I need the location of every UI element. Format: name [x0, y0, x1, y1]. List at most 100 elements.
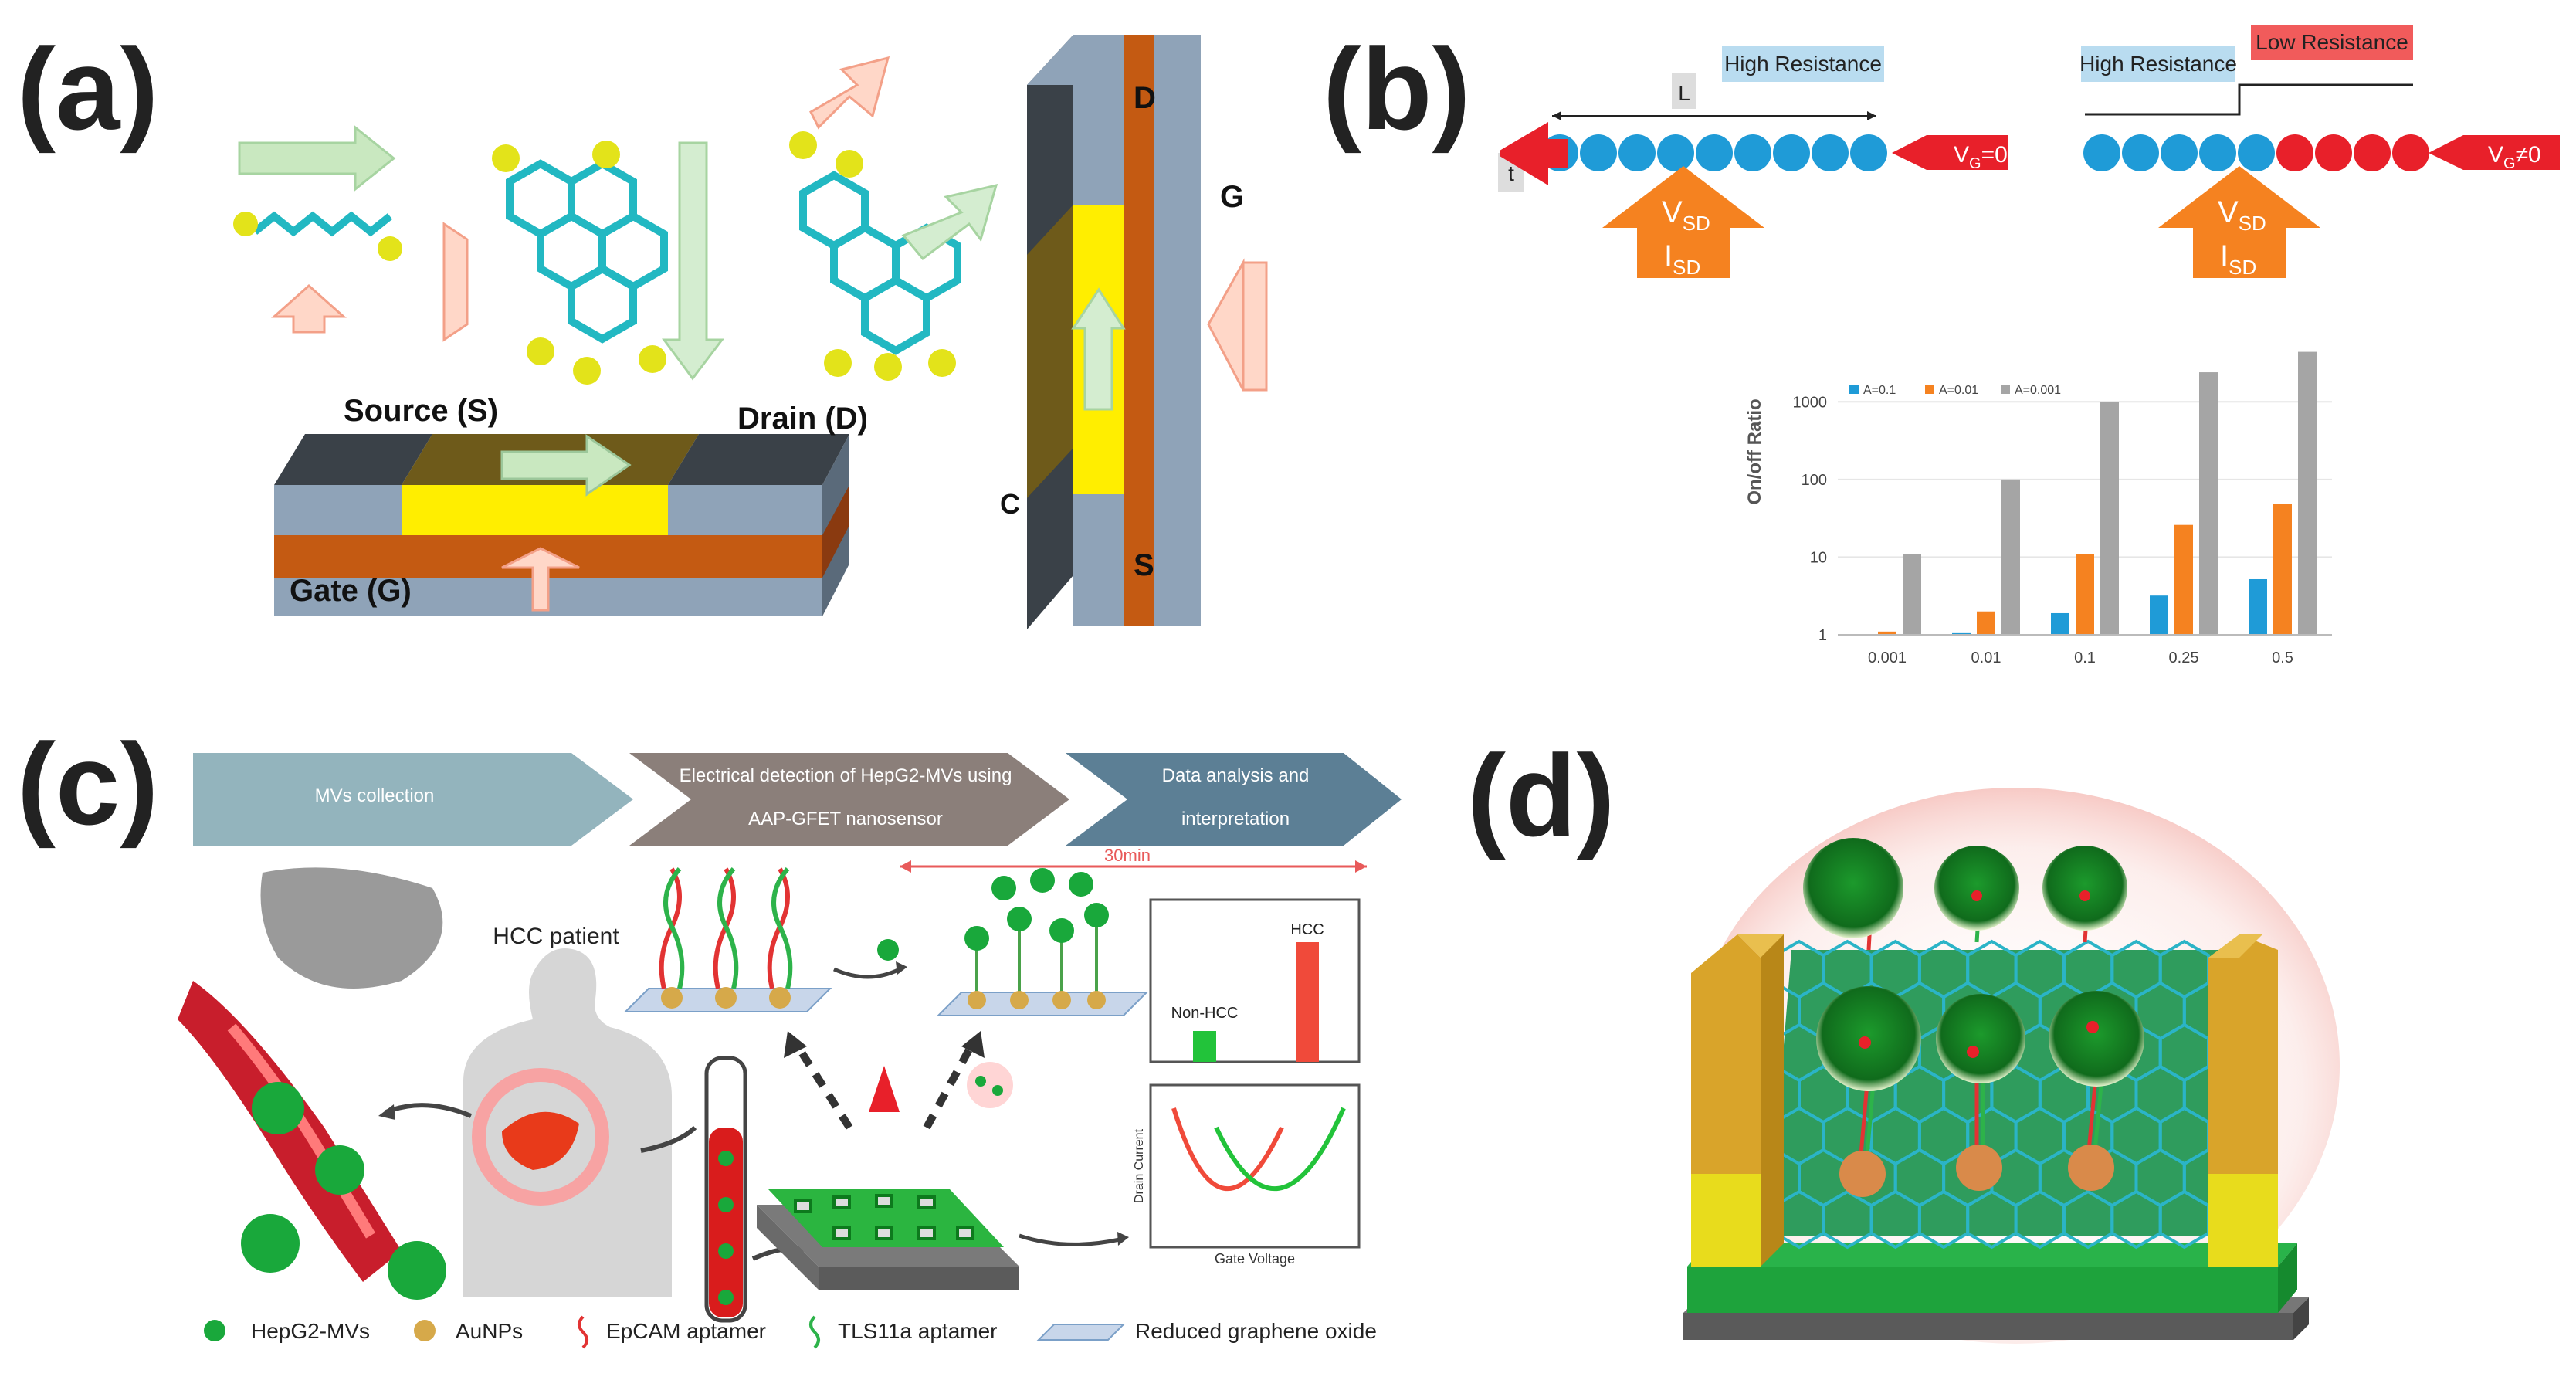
bar-a-0-001 [2001, 479, 2020, 635]
t-label: t [1508, 161, 1514, 185]
workflow-step-3 [1066, 753, 1402, 846]
bar-a-0-1 [2051, 612, 2069, 635]
gate-voltage-label: Gate Voltage [1215, 1251, 1295, 1267]
graphene-oxide-legend-icon [1036, 1324, 1126, 1341]
molecule-chain [233, 124, 402, 334]
bead-blue [1696, 134, 1733, 171]
mv-particle [877, 939, 899, 961]
aunp [1956, 1145, 2002, 1191]
high-resistance-label-2: High Resistance [2079, 52, 2237, 76]
bead-blue [1773, 134, 1810, 171]
chip-substrate [768, 1189, 1004, 1247]
bead-blue [2238, 134, 2275, 171]
y-tick-label: 10 [1810, 549, 1827, 566]
bead-chain-low [2083, 134, 2429, 171]
bead-blue [1734, 134, 1771, 171]
y-tick-label: 100 [1802, 472, 1827, 489]
vertical-s-label: S [1134, 548, 1154, 582]
channel-front [402, 485, 668, 535]
drain-current-label: Drain Current [1133, 1128, 1146, 1203]
source-top-face [274, 434, 432, 485]
vg0-arrow [1892, 135, 2008, 170]
mv-particle [252, 1082, 304, 1134]
green-transfer-curve [1214, 1107, 1346, 1192]
vertical-fet-device [1027, 35, 1268, 629]
workflow-step-1 [193, 753, 633, 846]
vgn0-label: VG≠0 [2488, 142, 2541, 172]
bead-blue [1618, 134, 1656, 171]
aptamer-strands [659, 867, 793, 989]
panel-a-letter: (a) [17, 24, 159, 154]
high-resistance-box-1 [1722, 46, 1884, 82]
bar-a-0-1 [2249, 578, 2267, 635]
bar-a-0-01 [2174, 524, 2193, 635]
legend-tls11a-aptamer: TLS11a aptamer [838, 1319, 998, 1343]
legend-entry: A=0.001 [2015, 384, 2061, 397]
vertical-d-label: D [1134, 81, 1156, 115]
non-hcc-bar [1193, 1031, 1216, 1062]
x-tick-label: 0.25 [2169, 649, 2199, 666]
molecule-hexagon-sheet-2 [789, 56, 998, 381]
isd-label-1: ISD [1664, 239, 1700, 279]
panel-a-diagram: Source (S) Drain (D) Gate (G) [233, 35, 1268, 629]
channel-arrow [500, 434, 632, 497]
panel-b-letter: (b) [1323, 24, 1471, 154]
legend-hepg2-mvs: HepG2-MVs [251, 1319, 370, 1343]
panel-b-schematic: High Resistance L t VG=0 VSD ISD High Re… [1498, 25, 2560, 279]
patient-label: HCC patient [493, 924, 619, 949]
bar-a-0-01 [2076, 554, 2094, 635]
workflow-step-2-line1: Electrical detection of HepG2-MVs using [680, 765, 1012, 786]
non-hcc-label: Non-HCC [1171, 1005, 1239, 1022]
bead-chain-high [1541, 134, 1887, 171]
high-resistance-label-1: High Resistance [1724, 52, 1882, 76]
aunp [2068, 1145, 2114, 1191]
gate-arrow [501, 547, 580, 612]
panel-d-diagram [1683, 788, 2340, 1344]
chip-substrate [1687, 1243, 2297, 1267]
bead-blue [1812, 134, 1849, 171]
hcc-label: HCC [1290, 921, 1324, 938]
panel-c-legend: HepG2-MVs AuNPs EpCAM aptamer TLS11a apt… [204, 1315, 1377, 1349]
vertical-g-label: G [1220, 180, 1244, 214]
tls11a-aptamer-legend-icon [809, 1315, 820, 1349]
hepg2-mv-legend-icon [204, 1320, 225, 1341]
hcc-bar [1296, 942, 1319, 1062]
aunp [1839, 1151, 1886, 1197]
red-transfer-curve [1171, 1107, 1284, 1192]
bead-blue [1850, 134, 1887, 171]
vsd-label-1: VSD [1662, 195, 1710, 235]
mv-particle [315, 1145, 364, 1195]
legend-epcam-aptamer: EpCAM aptamer [606, 1319, 766, 1343]
bar-a-0-001 [2100, 402, 2119, 635]
vgn0-arrow [2429, 135, 2560, 170]
bead-red [2392, 134, 2429, 171]
vertical-c-label: C [1000, 488, 1020, 520]
l-label: L [1678, 81, 1690, 105]
low-resistance-label: Low Resistance [2256, 30, 2408, 54]
bead-blue [2083, 134, 2120, 171]
bead-blue [2161, 134, 2198, 171]
isd-label-2: ISD [2220, 239, 2256, 279]
y-tick-label: 1 [1818, 627, 1827, 644]
low-resistance-box [2251, 25, 2413, 60]
legend-swatch [1925, 385, 1934, 394]
bead-blue [1657, 134, 1694, 171]
liver-illustration [260, 867, 443, 989]
bar-a-0-1 [1952, 632, 1971, 635]
horizontal-fet-device [274, 434, 849, 616]
epcam-aptamer-legend-icon [578, 1315, 588, 1349]
mv-particle [388, 1241, 446, 1300]
x-tick-label: 0.001 [1868, 649, 1907, 666]
mv-particle [1803, 838, 1903, 938]
bead-blue [2122, 134, 2159, 171]
bar-a-0-01 [2273, 504, 2292, 635]
chart-y-axis-label: On/off Ratio [1744, 398, 1765, 504]
bead-red [2354, 134, 2391, 171]
legend-aunps: AuNPs [456, 1319, 523, 1343]
mv-particle [2042, 846, 2127, 931]
hcc-bar-chart [1149, 898, 1361, 1063]
source-label: Source (S) [344, 394, 498, 428]
y-tick-label: 1000 [1793, 394, 1828, 411]
x-tick-label: 0.1 [2074, 649, 2096, 666]
source-front [274, 485, 402, 535]
